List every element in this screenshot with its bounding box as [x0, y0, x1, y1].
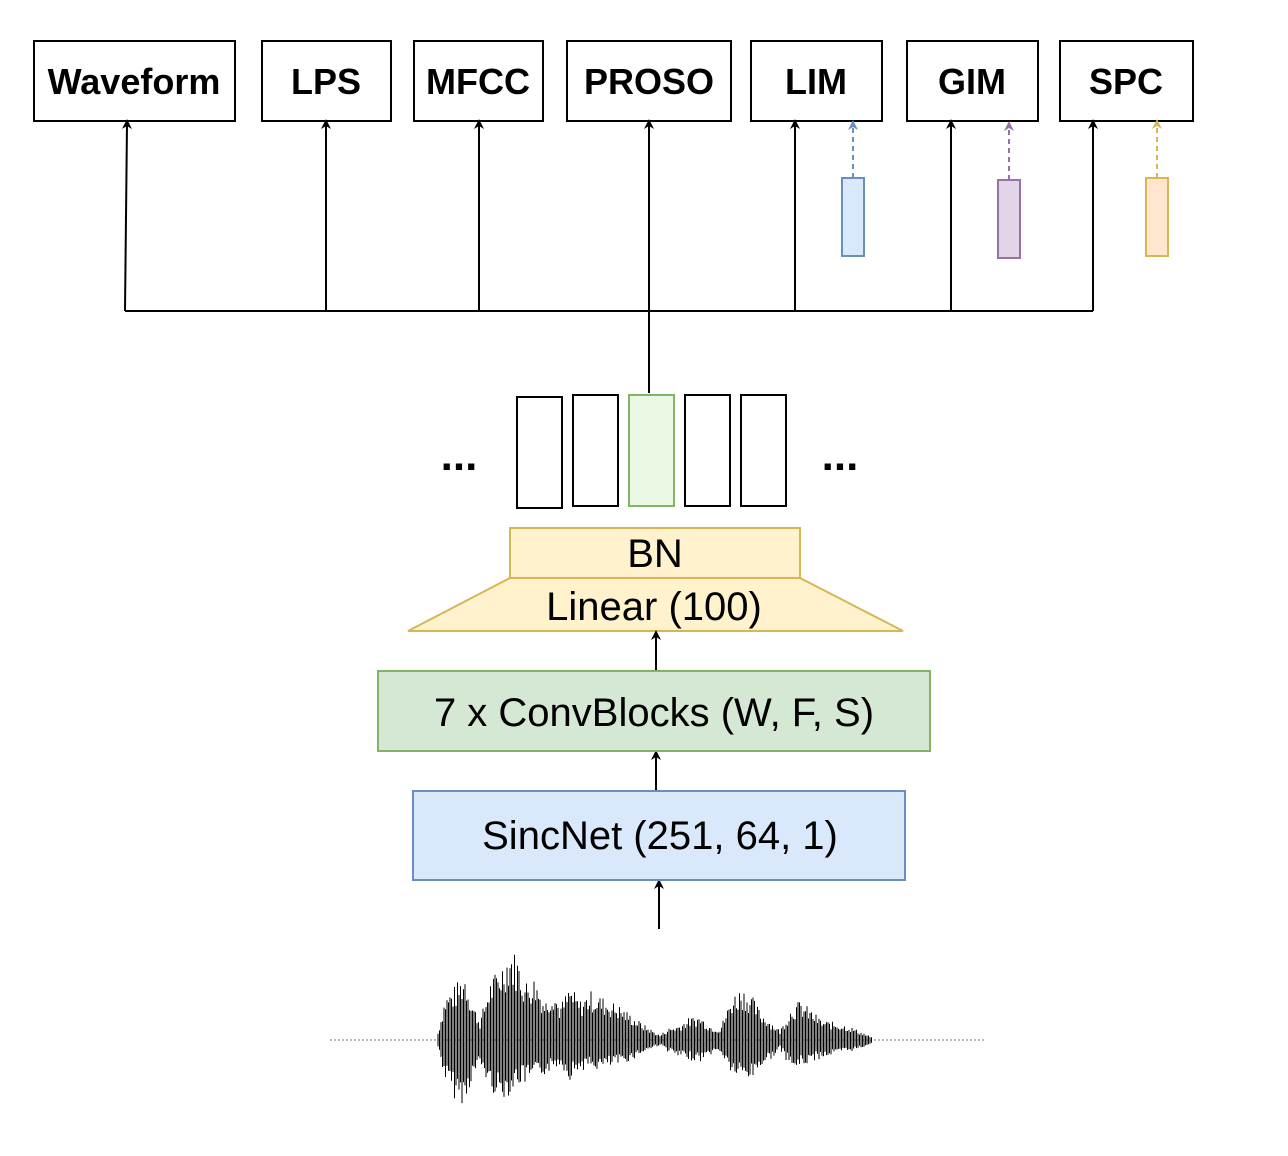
gim-sample-frame [997, 179, 1021, 259]
worker-waveform: Waveform [33, 40, 236, 122]
lim-sample [841, 120, 865, 257]
linear-label: Linear (100) [546, 585, 762, 629]
convblocks-layer: 7 x ConvBlocks (W, F, S) [377, 670, 931, 752]
worker-waveform-label: Waveform [48, 61, 221, 102]
worker-lps-label: LPS [291, 61, 361, 102]
gim-sample [997, 121, 1021, 259]
left-ellipsis: ... [441, 431, 478, 480]
worker-bus [121, 119, 1098, 393]
input-waveform-image [330, 954, 985, 1104]
sincnet-layer: SincNet (251, 64, 1) [412, 790, 906, 881]
worker-spc-label: SPC [1089, 61, 1163, 102]
worker-lim-label: LIM [785, 61, 847, 102]
convblocks-label: 7 x ConvBlocks (W, F, S) [434, 691, 874, 735]
embedding-sequence: ... ... [441, 394, 859, 509]
worker-mfcc-label: MFCC [426, 61, 530, 102]
spc-sample-frame [1145, 177, 1169, 257]
embedding-frame [572, 394, 619, 507]
sincnet-label: SincNet (251, 64, 1) [482, 814, 838, 858]
right-ellipsis: ... [822, 431, 859, 480]
bn-layer: BN [509, 527, 801, 579]
worker-lim: LIM [750, 40, 883, 122]
embedding-frame [740, 394, 787, 507]
linear-layer: Linear (100) [407, 577, 904, 632]
arrow-to-waveform [121, 119, 132, 312]
worker-mfcc: MFCC [413, 40, 544, 122]
lim-sample-frame [841, 177, 865, 257]
embedding-frame [684, 394, 731, 507]
worker-proso-label: PROSO [584, 61, 714, 102]
worker-gim-label: GIM [938, 61, 1006, 102]
worker-lps: LPS [261, 40, 392, 122]
embedding-frame [516, 396, 563, 509]
spc-sample [1145, 119, 1169, 257]
worker-proso: PROSO [566, 40, 732, 122]
bn-label: BN [627, 532, 683, 576]
worker-spc: SPC [1059, 40, 1194, 122]
embedding-frame-highlighted [628, 394, 675, 507]
worker-gim: GIM [906, 40, 1039, 122]
